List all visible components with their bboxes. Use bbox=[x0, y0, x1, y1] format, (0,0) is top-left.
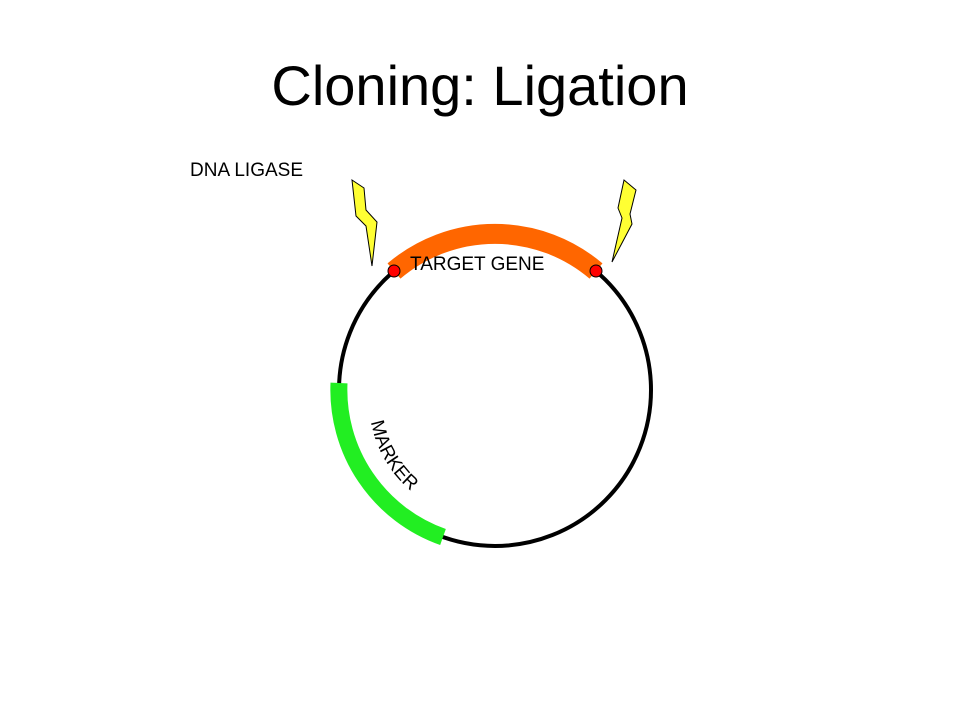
dna-ligase-label: DNA LIGASE bbox=[190, 160, 303, 181]
ligation-site-right bbox=[589, 264, 603, 278]
target-gene-label: TARGET GENE bbox=[410, 254, 544, 275]
ligation-site-left bbox=[387, 264, 401, 278]
lightning-bolt-icon bbox=[351, 178, 378, 267]
page-title: Cloning: Ligation bbox=[271, 54, 689, 117]
marker-gene bbox=[330, 382, 446, 546]
lightning-bolt-icon bbox=[611, 179, 637, 263]
target-gene-insert bbox=[387, 223, 603, 279]
